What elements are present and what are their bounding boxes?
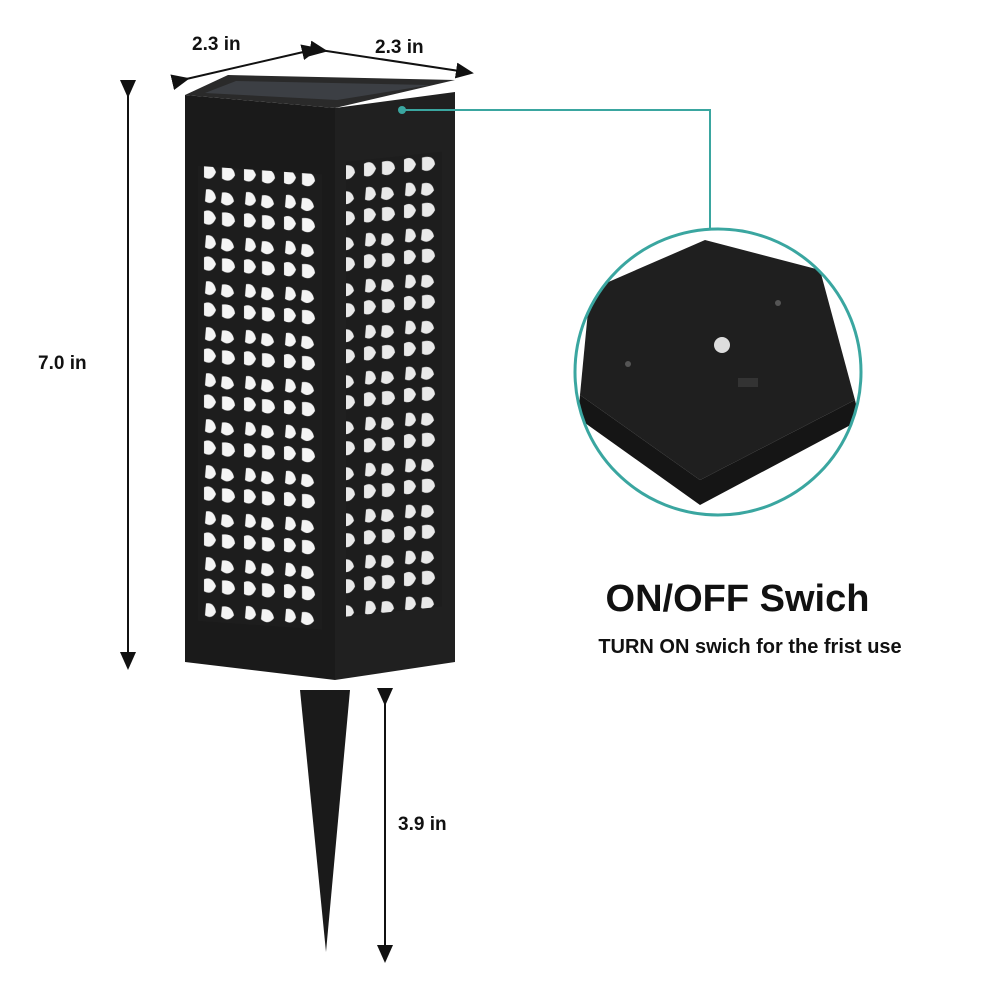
ground-stake [300,690,350,952]
callout-subtitle: TURN ON swich for the frist use [598,636,902,658]
callout-line [402,109,711,228]
callout-title: ON/OFF Swich [605,578,870,620]
width-right-arrow [308,40,474,79]
stake-height-label: 3.9 in [398,814,447,835]
width-left-label: 2.3 in [192,34,241,55]
width-right-label: 2.3 in [375,37,424,58]
power-switch-icon [738,378,758,387]
height-label: 7.0 in [38,353,87,374]
led-icon [714,337,730,353]
switch-detail [573,227,863,517]
solar-lamp [185,75,455,952]
width-left-arrow [170,44,320,91]
